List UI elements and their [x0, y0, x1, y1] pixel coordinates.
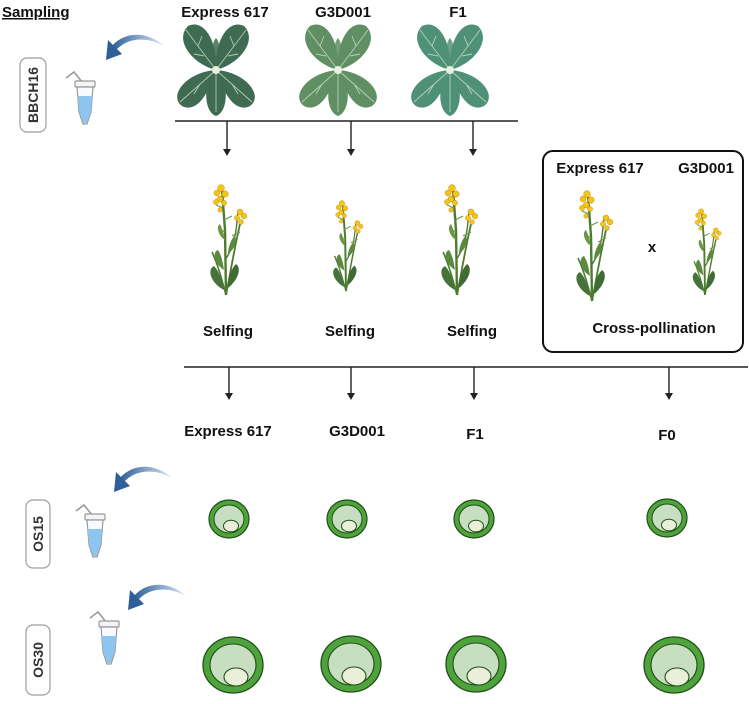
cross-symbol: x — [648, 239, 657, 256]
rosette-plant-icon — [176, 23, 256, 117]
seed-label-g3d001: G3D001 — [329, 423, 385, 440]
genotype-label-f1: F1 — [449, 4, 467, 21]
stage-label-bbch16: BBCH16 — [25, 67, 41, 123]
cross-pollination-box: Express 617 G3D001 x Cross-pollination — [542, 150, 744, 353]
cross-parent-g3d001: G3D001 — [678, 160, 734, 177]
seed-cross-section-icon — [320, 635, 382, 693]
seed-label-f1: F1 — [466, 426, 484, 443]
flowering-rapeseed-icon — [440, 183, 479, 297]
microcentrifuge-tube-icon — [89, 611, 120, 665]
seed-cross-section-icon — [326, 499, 368, 539]
sampling-heading: Sampling — [2, 4, 70, 21]
genotype-label-express617: Express 617 — [181, 4, 269, 21]
stage-label-os30: OS30 — [30, 642, 46, 678]
seed-cross-section-icon — [646, 498, 688, 538]
seed-label-f0: F0 — [658, 427, 676, 444]
genotype-label-g3d001: G3D001 — [315, 4, 371, 21]
rosette-plant-icon — [410, 23, 490, 117]
stage-os30: OS30 — [25, 624, 51, 696]
seed-cross-section-icon — [202, 636, 264, 694]
selfing-label-express617: Selfing — [203, 323, 253, 340]
curved-arrow-icon — [128, 584, 186, 610]
selfing-label-f1: Selfing — [447, 323, 497, 340]
branch-lines-top — [175, 120, 518, 156]
curved-arrow-icon — [114, 466, 172, 492]
stage-label-os15: OS15 — [30, 516, 46, 552]
microcentrifuge-tube-icon — [65, 71, 96, 125]
seed-cross-section-icon — [643, 636, 705, 694]
seed-cross-section-icon — [208, 499, 250, 539]
seed-label-express617: Express 617 — [184, 423, 272, 440]
microcentrifuge-tube-icon — [75, 504, 106, 558]
stage-os15: OS15 — [25, 499, 51, 569]
flowering-rapeseed-icon — [332, 199, 365, 293]
rosette-plant-icon — [298, 23, 378, 117]
cross-pollination-label: Cross-pollination — [592, 320, 715, 337]
selfing-label-g3d001: Selfing — [325, 323, 375, 340]
seed-cross-section-icon — [453, 499, 495, 539]
cross-parent-express617: Express 617 — [556, 160, 644, 177]
seed-cross-section-icon — [445, 635, 507, 693]
branch-lines-bottom — [184, 366, 748, 400]
stage-bbch16: BBCH16 — [19, 57, 47, 133]
curved-arrow-icon — [106, 34, 164, 60]
flowering-rapeseed-icon — [209, 183, 249, 297]
